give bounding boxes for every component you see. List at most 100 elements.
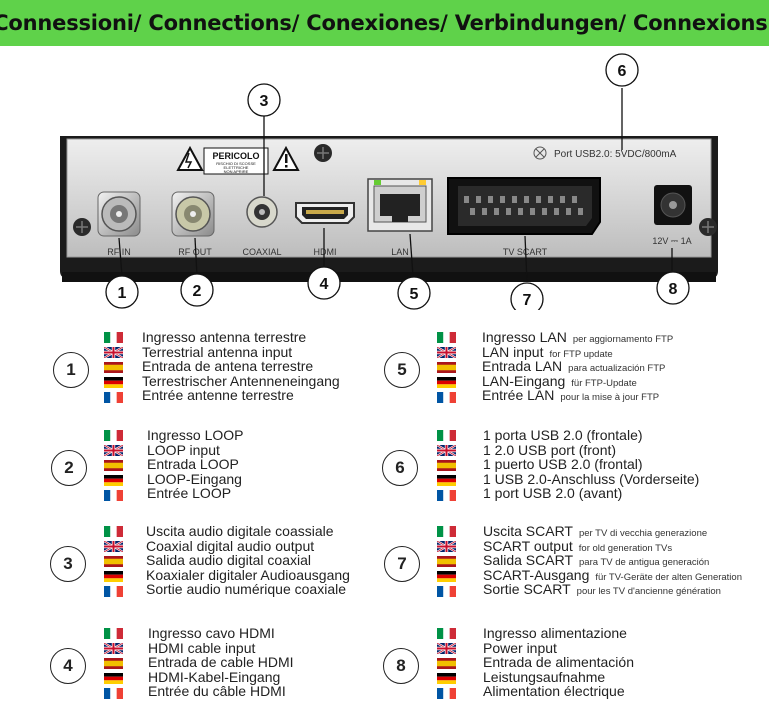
port-label-coaxial: COAXIAL: [242, 247, 281, 257]
legend-line: 1 port USB 2.0 (avant): [483, 486, 622, 501]
legend-line: Ingresso alimentazione: [483, 626, 627, 641]
legend-line-text: Entrada de cable HDMI: [148, 654, 294, 670]
scart-pin: [548, 196, 553, 203]
italy-flag-icon: [104, 332, 123, 343]
warning-exclamation-icon: [272, 145, 300, 171]
legend-line-text: 1 porta USB 2.0 (frontale): [483, 427, 643, 443]
legend-line-text: Coaxial digital audio output: [146, 537, 315, 554]
device-rear-panel-drawing: PERICOLO RISCHIO DI SCOSSE ELETTRICHE NO…: [60, 53, 718, 316]
legend-line: Ingresso LOOP: [147, 428, 244, 443]
svg-text:4: 4: [320, 276, 329, 293]
scart-pin: [482, 208, 487, 215]
svg-text:5: 5: [410, 286, 419, 303]
legend-line: Power input: [483, 640, 557, 656]
legend-line: 1 2.0 USB port (front): [483, 442, 616, 458]
legend-number-badge: 1: [53, 352, 89, 388]
legend-line-note: para actualización FTP: [568, 363, 666, 374]
legend-number-badge: 3: [50, 546, 86, 582]
scart-pin: [464, 196, 469, 203]
scart-pin: [572, 196, 577, 203]
legend-line: Koaxialer digitaler Audioausgang: [146, 566, 350, 583]
lan-connector: [367, 178, 433, 232]
callout-5: 5: [397, 276, 431, 310]
legend-number-badge: 5: [384, 352, 420, 388]
scart-pin: [554, 208, 559, 215]
legend-line-text: Entrada de alimentación: [483, 654, 634, 670]
callout-8: 8: [656, 271, 690, 305]
legend-line: LOOP-Eingang: [147, 471, 242, 487]
italy-flag-icon: [437, 332, 456, 343]
italy-flag-icon: [437, 526, 456, 537]
legend-line-note: pour les TV d'ancienne génération: [576, 586, 721, 597]
uk-flag-icon: [104, 541, 123, 552]
legend-line-text: Sortie audio numérique coaxiale: [146, 581, 347, 597]
scart-pin: [566, 208, 571, 215]
legend-line: Leistungsaufnahme: [483, 669, 605, 685]
legend-line-text: Uscita audio digitale coassiale: [146, 523, 334, 539]
callout-1: 1: [105, 275, 139, 309]
legend-line: Ingresso antenna terrestre: [142, 330, 306, 345]
device-diagram: PERICOLO RISCHIO DI SCOSSE ELETTRICHE NO…: [0, 46, 769, 316]
spain-flag-icon: [104, 460, 123, 471]
legend-line-text: LOOP input: [147, 441, 220, 458]
spain-flag-icon: [437, 658, 456, 669]
legend-line-text: Terrestrial antenna input: [142, 343, 293, 360]
uk-flag-icon: [437, 541, 456, 552]
uk-flag-icon: [104, 347, 123, 358]
legend-line: Entrada de antena terrestre: [142, 359, 313, 374]
scart-pin: [488, 196, 493, 203]
warning-sub-2: ELETTRICHE: [224, 165, 249, 170]
legend-line: Entrada LOOP: [147, 457, 239, 472]
legend-line-text: Salida SCART: [483, 552, 574, 568]
legend-line-text: Entrée antenne terrestre: [142, 387, 294, 403]
legend-line: 1 puerto USB 2.0 (frontal): [483, 457, 643, 472]
italy-flag-icon: [437, 430, 456, 441]
legend-line-text: HDMI cable input: [148, 639, 256, 656]
screw-icon: [699, 218, 717, 236]
page-title: Connessioni/ Connections/ Conexiones/ Ve…: [0, 11, 769, 35]
legend-line-text: LAN-Eingang: [482, 372, 566, 389]
spain-flag-icon: [437, 556, 456, 567]
france-flag-icon: [437, 490, 456, 501]
legend-line: Entrada LAN para actualización FTP: [482, 359, 665, 376]
france-flag-icon: [104, 392, 123, 403]
scart-pin: [560, 196, 565, 203]
callout-2: 2: [180, 273, 214, 307]
legend-line: Terrestrial antenna input: [142, 343, 293, 360]
spain-flag-icon: [104, 556, 123, 567]
warning-sub-3: NON APRIRE: [224, 169, 249, 174]
legend-line-text: SCART-Ausgang: [483, 566, 590, 583]
france-flag-icon: [104, 586, 123, 597]
legend-line: Uscita audio digitale coassiale: [146, 524, 334, 539]
title-banner: Connessioni/ Connections/ Conexiones/ Ve…: [0, 0, 769, 46]
legend-line-text: Entrada LAN: [482, 358, 563, 374]
port-label-power: 12V ⎓ 1A: [652, 236, 691, 246]
legend-line-note: per TV di vecchia generazione: [578, 528, 708, 539]
spain-flag-icon: [104, 362, 123, 373]
usb-spec-label: Port USB2.0: 5VDC/800mA: [554, 149, 677, 160]
germany-flag-icon: [437, 673, 456, 684]
callout-3: 3: [247, 83, 281, 117]
spain-flag-icon: [437, 362, 456, 373]
legend-line-note: für TV-Geräte der alten Generation: [595, 571, 742, 583]
legend-line-text: Koaxialer digitaler Audioausgang: [146, 566, 350, 583]
legend-line-text: Ingresso alimentazione: [483, 625, 627, 641]
legend-line-text: Uscita SCART: [483, 523, 573, 539]
recycle-icon: [533, 146, 547, 160]
germany-flag-icon: [104, 475, 123, 486]
legend-line: SCART-Ausgang für TV-Geräte der alten Gen…: [483, 566, 742, 585]
scart-pin: [512, 196, 517, 203]
callout-leader-lines: [118, 88, 673, 283]
italy-flag-icon: [437, 628, 456, 639]
scart-pin: [542, 208, 547, 215]
france-flag-icon: [437, 586, 456, 597]
legend-line-text: Entrée du câble HDMI: [148, 683, 286, 699]
